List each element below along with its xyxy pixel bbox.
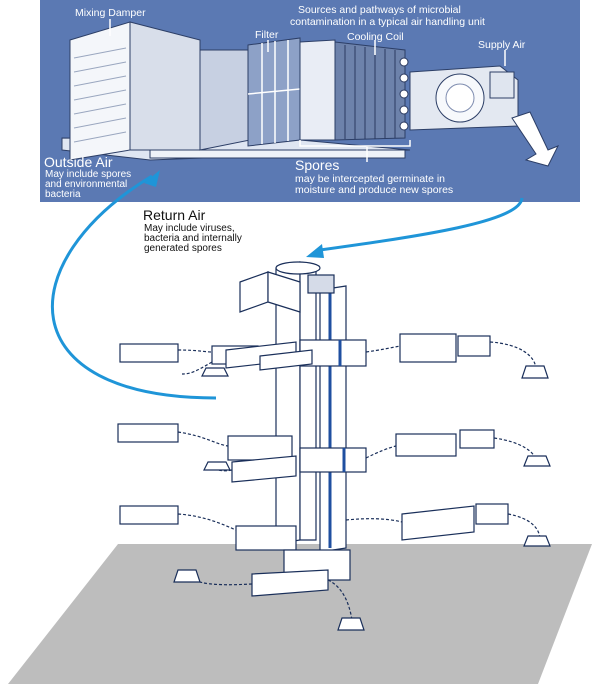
outside-air-line-3: bacteria (45, 189, 81, 200)
return-air-line-2: bacteria and internally (144, 233, 242, 244)
outside-air-heading: Outside Air (44, 154, 113, 170)
diffusers (173, 365, 551, 631)
diagram-title-line-2: contamination in a typical air handling … (290, 16, 485, 28)
mixing-damper-label: Mixing Damper (75, 7, 146, 19)
filter-label: Filter (255, 29, 279, 41)
supply-air-arrowhead (306, 244, 324, 258)
return-air-arrowhead (144, 170, 160, 187)
outside-air-line-2: and environmental (45, 179, 128, 190)
return-air-line-3: generated spores (144, 243, 222, 254)
spores-line-1: may be intercepted germinate in (295, 173, 445, 185)
cooling-coil-label: Cooling Coil (347, 31, 404, 43)
spores-heading: Spores (295, 157, 340, 173)
supply-air-arrow (319, 197, 524, 252)
floor-slab (8, 544, 592, 684)
return-air-heading: Return Air (143, 207, 206, 223)
return-air-arrow (51, 174, 217, 400)
supply-air-label: Supply Air (478, 39, 526, 51)
diagram-title-line-1: Sources and pathways of microbial (298, 4, 461, 16)
spores-line-2: moisture and produce new spores (295, 184, 454, 196)
outside-air-line-1: May include spores (45, 169, 132, 180)
duct-system (117, 261, 509, 597)
leader-lines (109, 19, 506, 162)
return-air-line-1: May include viruses, (144, 223, 235, 234)
air-handling-unit (61, 21, 560, 167)
